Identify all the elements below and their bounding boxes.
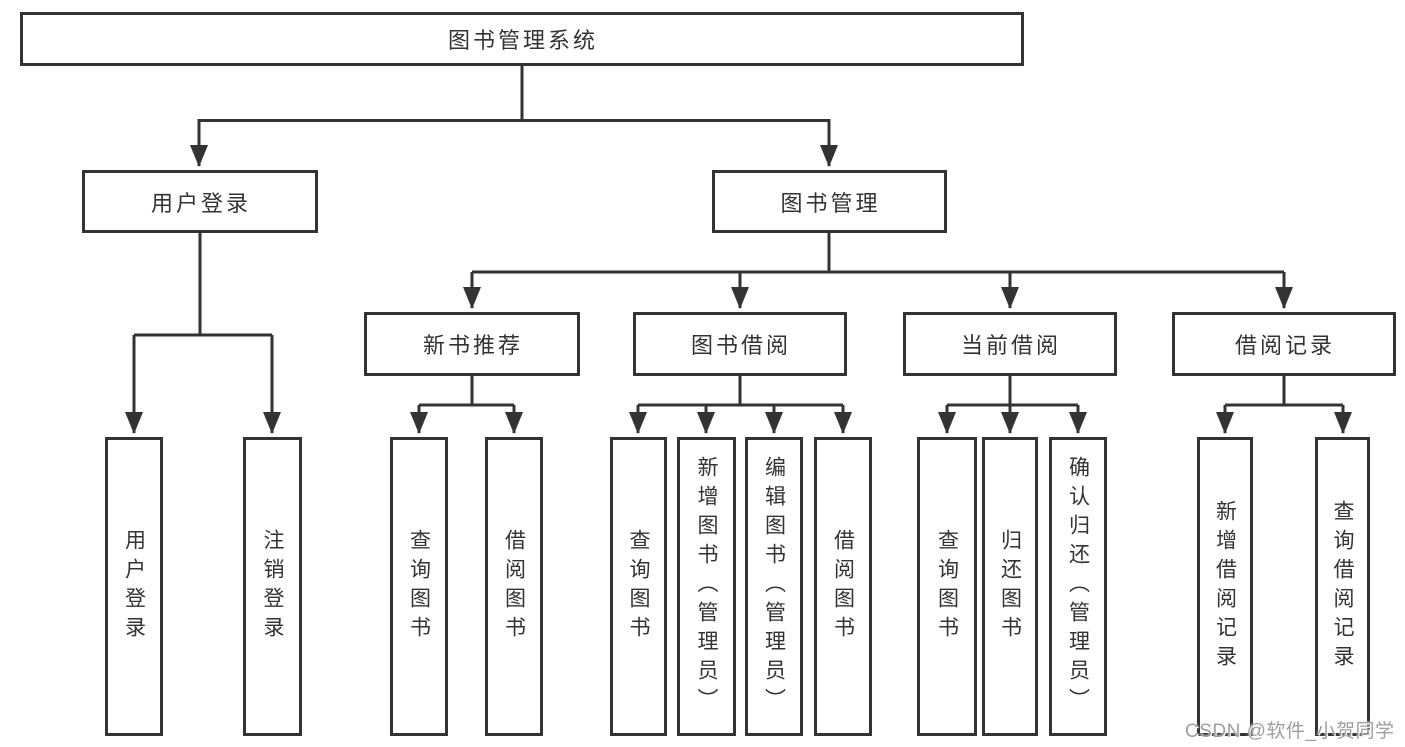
node-add-borrow-record-label: 新增借阅记录	[1213, 499, 1237, 674]
node-query-books-1-label: 查询图书	[407, 528, 431, 645]
node-query-books-2: 查询图书	[610, 437, 667, 736]
node-query-books-3: 查询图书	[917, 437, 977, 736]
node-book-management: 图书管理	[712, 170, 947, 233]
node-query-books-2-label: 查询图书	[627, 528, 650, 645]
node-logout-leaf: 注销登录	[243, 437, 302, 736]
node-query-books-1: 查询图书	[390, 437, 448, 736]
node-new-book-recommend-label: 新书推荐	[422, 333, 523, 358]
node-return-book: 归还图书	[982, 437, 1038, 736]
node-current-borrow-label: 当前借阅	[960, 333, 1061, 358]
node-user-login-leaf-label: 用户登录	[122, 528, 146, 645]
node-borrow-books-1-label: 借阅图书	[502, 528, 526, 645]
node-borrow-books-1: 借阅图书	[485, 437, 543, 736]
node-query-borrow-record-label: 查询借阅记录	[1331, 499, 1354, 674]
watermark: CSDN @软件_小贺同学	[1185, 721, 1395, 742]
node-book-borrow-label: 图书借阅	[690, 333, 791, 358]
node-library-management-system-label: 图书管理系统	[447, 28, 598, 53]
node-user-login-leaf: 用户登录	[105, 437, 163, 736]
node-confirm-return-admin: 确认归还（管理员）	[1049, 437, 1107, 736]
node-user-login-label: 用户登录	[150, 190, 251, 216]
node-library-management-system: 图书管理系统	[20, 12, 1024, 66]
node-borrow-records-label: 借阅记录	[1234, 333, 1335, 358]
node-current-borrow: 当前借阅	[903, 312, 1117, 376]
node-return-book-label: 归还图书	[998, 528, 1022, 645]
node-query-borrow-record: 查询借阅记录	[1315, 437, 1370, 736]
node-add-book-admin: 新增图书（管理员）	[677, 437, 736, 736]
node-add-borrow-record: 新增借阅记录	[1197, 437, 1253, 736]
node-borrow-books-2: 借阅图书	[814, 437, 872, 736]
node-user-login: 用户登录	[82, 170, 318, 233]
node-book-borrow: 图书借阅	[633, 312, 847, 376]
node-confirm-return-admin-label: 确认归还（管理员）	[1066, 456, 1090, 717]
node-borrow-books-2-label: 借阅图书	[831, 528, 855, 645]
node-edit-book-admin-label: 编辑图书（管理员）	[762, 456, 786, 717]
node-new-book-recommend: 新书推荐	[364, 312, 580, 376]
node-logout-leaf-label: 注销登录	[261, 528, 284, 645]
node-edit-book-admin: 编辑图书（管理员）	[745, 437, 803, 736]
node-add-book-admin-label: 新增图书（管理员）	[695, 456, 718, 717]
node-book-management-label: 图书管理	[780, 190, 881, 216]
node-query-books-3-label: 查询图书	[935, 528, 959, 645]
node-borrow-records: 借阅记录	[1172, 312, 1396, 376]
